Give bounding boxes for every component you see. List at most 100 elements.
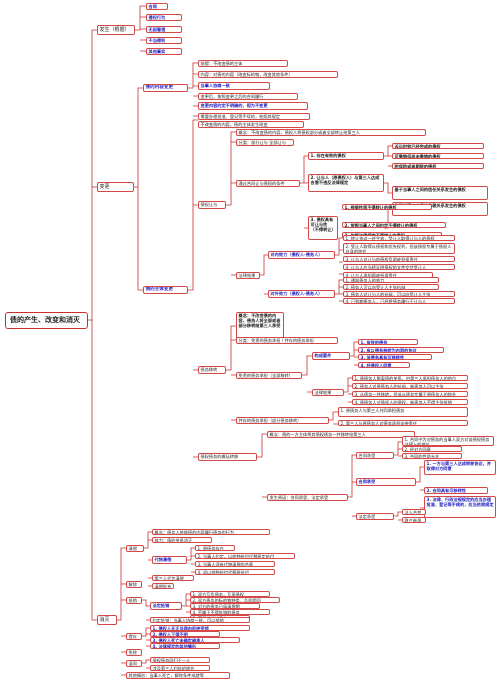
cond1-item-1[interactable]: 可撤销但尚未撤销的债权: [392, 153, 484, 159]
clearance-priority[interactable]: 清偿抵充: [152, 583, 174, 589]
third-party-clearance[interactable]: 第三人代为清偿: [152, 575, 194, 581]
statutory-item-1[interactable]: 财产继承: [402, 517, 426, 523]
cond3-item-0[interactable]: 1. 根据性质不得转让的债权: [342, 204, 432, 210]
comprehensive-transfer[interactable]: 债权债务的概括转移: [198, 453, 257, 461]
deposit-item-1[interactable]: 2. 债权人下落不明: [150, 631, 220, 637]
debt-effect-item-1[interactable]: 2. 债务人对原债务人的抗辩，新债务人可以主张: [352, 383, 468, 389]
mid-item-0[interactable]: 1. 一方与第三人达成转移协议，并取得对方同意: [424, 460, 496, 475]
substitute-item-2[interactable]: 3. 当事人须有代物清偿的合意: [195, 561, 275, 567]
content-change-item-3[interactable]: 变更后，按照变更之后的合同履行: [198, 93, 298, 100]
constitutive-item-2[interactable]: 3. 该债务具有可移转性: [358, 354, 432, 360]
statutory-item-0[interactable]: 法人合并: [402, 509, 426, 515]
deposit-item-0[interactable]: 1. 债权人无正当理由拒绝受领: [150, 625, 250, 631]
debt-effect-item-2[interactable]: 3. 从债务一并移转，但该从债务专属于原债务人的除外: [352, 391, 468, 397]
debt-effect[interactable]: 法律效果: [312, 389, 344, 396]
assignment-effect[interactable]: 法律效果: [236, 272, 260, 279]
internal-item-1[interactable]: 2. 受让人取得从债权和优先权利，但该债权专属于债权人自身的除外: [343, 243, 455, 254]
statutory-assumption[interactable]: 法定承受: [356, 513, 394, 520]
contract-assumption-elements[interactable]: 合同承受: [356, 478, 416, 486]
comprehensive-cause[interactable]: 发生原因：合同承受、法定承受: [267, 494, 348, 501]
statutory-offset-item-3[interactable]: 4. 不属于不得抵销的债务: [190, 609, 270, 615]
parallel-item-0[interactable]: 1. 原债务人与第三人共同承担债务: [338, 407, 468, 417]
debt-effect-item-0[interactable]: 1. 原债务人脱离债的关系，由第三人承担债务人的地位: [352, 375, 468, 381]
constitutive-item-0[interactable]: 1. 有效的债务: [358, 339, 418, 345]
occurrence-item-1[interactable]: 侵权行为: [146, 14, 182, 21]
content-change[interactable]: 债的内容变更: [143, 84, 188, 92]
statutory-offset-item-2[interactable]: 3. 对方的债务已届清偿期: [190, 603, 260, 609]
deposit-item-3[interactable]: 4. 法律规定的其他情形: [150, 643, 220, 649]
branch-occurrence[interactable]: 发生（根据）: [97, 25, 135, 35]
subject-change[interactable]: 债的主体变更: [143, 286, 188, 294]
substitute-item-0[interactable]: 1. 原债务存在: [195, 545, 235, 551]
assignment-cond1[interactable]: 1. 存在有效的债权: [308, 152, 384, 160]
branch-change[interactable]: 变更: [97, 182, 134, 192]
mid-item-1[interactable]: 2. 合同具有可移转性: [424, 487, 488, 494]
content-change-item-1[interactable]: 内容：对债的内容（改变标的物，改变其他条件）: [198, 71, 338, 78]
content-change-item-2[interactable]: 当事人协商一致: [198, 82, 270, 90]
root-node[interactable]: 债的产生、改变和消灭: [5, 312, 88, 329]
debt-effect-item-3[interactable]: 4. 原债务人对债权人的债权，新债务人不得主张抵销: [352, 399, 468, 405]
debt-transfer-types[interactable]: 分类：免责的债务承担 / 并存的债务承担: [236, 337, 338, 344]
constitutive-elements[interactable]: 构成要件: [312, 352, 350, 360]
cond1-item-2[interactable]: 附保险或者期限的债权: [392, 163, 484, 169]
occurrence-item-0[interactable]: 合同: [146, 3, 168, 10]
extinction-waiver[interactable]: 免除: [126, 649, 142, 656]
substitute-performance[interactable]: 代物清偿: [152, 556, 187, 564]
mid-item-2[interactable]: 3. 法律、行政法规规定的应当办理批准、登记等手续的，应当依照规定: [424, 496, 496, 518]
extinction-release[interactable]: 解除: [126, 581, 142, 588]
internal-item-2[interactable]: 3. 让与人对让与的债权负瑕疵担保责任: [343, 256, 455, 262]
external-item-1[interactable]: 2. 债务人可以向受让人主张抗辩: [343, 284, 439, 290]
occurrence-item-4[interactable]: 其他事实: [146, 48, 182, 55]
debt-transfer-concept[interactable]: 概念：不改变债的内容，债务人将全部或者部分移转给第三人承受: [236, 312, 284, 340]
assignment-cond2[interactable]: 2. 让与人（原债权人）与第三人达成合意不违反法律规定: [308, 174, 384, 192]
assignment[interactable]: 债权让与: [198, 201, 226, 209]
merger-item-0[interactable]: 债权债务同归于一人: [150, 657, 210, 663]
cond3-item-1[interactable]: 2. 按照当事人之间约定不得转让的债权: [342, 222, 446, 228]
subject-change-intro[interactable]: 不改变债的内容，债的主体发生改变: [198, 121, 304, 128]
assignment-conditions[interactable]: 通过合同让与债权的条件: [236, 180, 300, 187]
clearance-effect[interactable]: 效力：债的关系消灭: [152, 537, 212, 543]
branch-extinction[interactable]: 消灭: [97, 615, 117, 625]
occurrence-item-2[interactable]: 无因管理: [146, 26, 182, 33]
external-effect[interactable]: 对外效力（债权人-债务人）: [268, 290, 335, 298]
extinction-clearance[interactable]: 清偿: [126, 545, 144, 552]
merger-item-1[interactable]: 涉及第三人利益的除外: [150, 665, 210, 671]
internal-item-3[interactable]: 4. 让与人应当将证明债权的文件交付受让人: [343, 264, 455, 270]
exempt-assumption[interactable]: 免责的债务承担（全部移转）: [236, 372, 302, 379]
content-change-item-4[interactable]: 变更内容约定不明确的，视为不变更: [198, 102, 308, 110]
constitutive-item-1[interactable]: 2. 有以债务移转为内容的协议: [358, 347, 444, 353]
extinction-offset[interactable]: 抵销: [126, 597, 142, 604]
comprehensive-concept[interactable]: 概念：债的一方主体将其债权债务一并移转给第三人: [267, 431, 415, 438]
parallel-assumption[interactable]: 并存的债务承担（部分债务移转）: [236, 417, 329, 424]
statutory-offset-item-1[interactable]: 2. 双方债务的标的物种类、品质相同: [190, 597, 280, 603]
content-change-item-0[interactable]: 前提：不改变债的主体: [198, 60, 288, 67]
assignment-cond3[interactable]: 3. 债权具有可让与性（不得转让）: [308, 216, 338, 240]
contract-assumption[interactable]: 合同承受: [356, 452, 394, 459]
external-item-0[interactable]: 1. 通知债务人的效力: [343, 277, 439, 283]
occurrence-item-3[interactable]: 不当得利: [146, 37, 182, 44]
extinction-other[interactable]: 其他情形：当事人死亡，解除条件成就等: [126, 672, 230, 679]
internal-effect[interactable]: 对内效力（债权人-债务人）: [268, 251, 335, 259]
assignment-types[interactable]: 分类：部分让与 全部让与: [236, 139, 294, 146]
extinction-deposit[interactable]: 提存: [126, 633, 142, 640]
internal-item-0[interactable]: 1. 转让协议一经生效，受让人取得让与人的债权: [343, 235, 455, 241]
constitutive-item-3[interactable]: 4. 经债权人同意: [358, 362, 410, 368]
debt-transfer[interactable]: 债务移转: [198, 366, 226, 374]
parallel-item-1[interactable]: 2. 第三人与原债务人对债务承担连带责任: [338, 420, 468, 426]
deposit-item-2[interactable]: 3. 债权人死亡未确定继承人: [150, 637, 240, 643]
external-item-3[interactable]: 4. 已到期债务人，已经将债务履行于让与人: [343, 298, 455, 304]
contract-item-0[interactable]: 1. 合同中为对债务的当事人双方对该债权债务法律上的地位: [402, 436, 494, 446]
contract-item-1[interactable]: 2. 经对方同意: [402, 446, 462, 452]
content-change-item-5[interactable]: 需要办理批准、登记等手续的，依照其规定: [198, 113, 310, 120]
clearance-concept[interactable]: 概念：债务人依据债的内容履行债务的行为: [152, 529, 270, 535]
substitute-item-1[interactable]: 2. 当事人约定，以他种给付代替原定给付: [195, 553, 295, 559]
cond2-item-0[interactable]: 基于当事人之间的信任关系发生的债权: [392, 186, 488, 200]
cond1-item-0[interactable]: 诉讼时效已经完成的债权: [392, 143, 484, 149]
statutory-offset[interactable]: 法定抵销: [150, 602, 182, 610]
extinction-merger[interactable]: 混同: [126, 660, 142, 667]
external-item-2[interactable]: 3. 债务人对让与人的抗辩，可以向受让人主张: [343, 291, 455, 297]
statutory-offset-item-0[interactable]: 1. 双方互负债务，互享债权: [190, 591, 270, 597]
assignment-concept[interactable]: 概念：不改变债的内容，债权人将债权部分或者全部转让给第三人: [236, 129, 426, 136]
substitute-item-3[interactable]: 4. 须以他种给付代替原给付: [195, 569, 275, 575]
agreed-offset[interactable]: 约定抵销：当事人协商一致，可以抵销: [150, 617, 250, 623]
